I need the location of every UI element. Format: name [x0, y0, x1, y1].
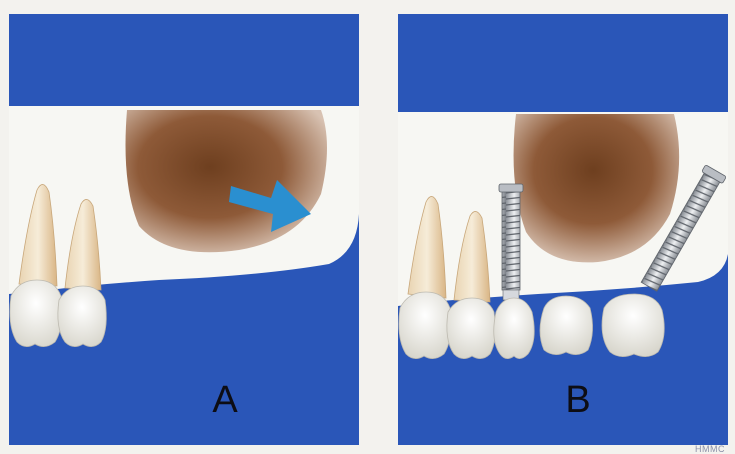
- panel-a: A: [9, 14, 359, 445]
- panel-label-b: B: [548, 381, 608, 419]
- tooth-crown-1: [399, 292, 451, 359]
- pontic-crown: [540, 296, 593, 355]
- panel-b: B: [398, 14, 728, 445]
- tooth-crown-2: [447, 298, 495, 359]
- panel-label-a: A: [195, 381, 255, 419]
- implant-straight: [499, 184, 523, 300]
- tooth-crown-1: [10, 280, 62, 347]
- tooth-crown-2: [58, 286, 106, 347]
- panel-a-illustration: [9, 14, 359, 445]
- implant-crown-1: [494, 298, 535, 359]
- implant-crown-2: [602, 294, 664, 357]
- image-credit: HMMC: [695, 444, 725, 454]
